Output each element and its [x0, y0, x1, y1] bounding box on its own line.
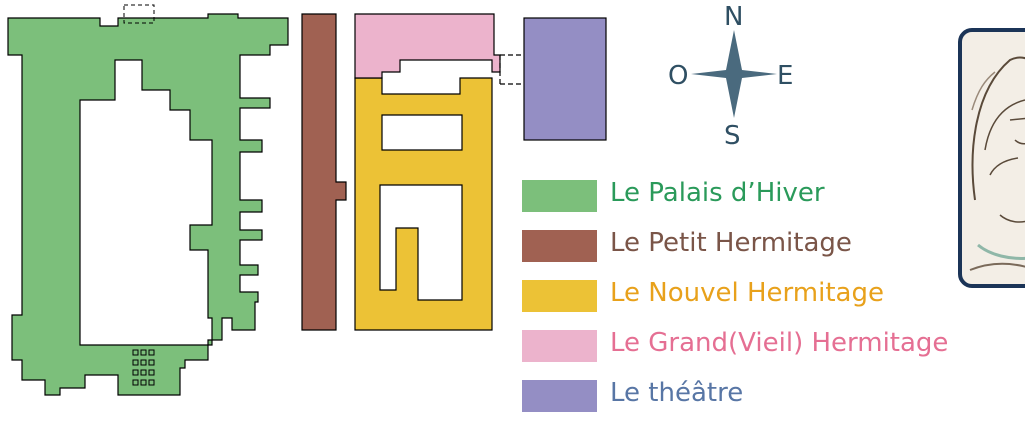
building-nouvel-hermitage[interactable] [354, 77, 493, 331]
legend-label-nouvel: Le Nouvel Hermitage [610, 278, 884, 308]
compass-south: S [724, 121, 741, 151]
legend-label-petit: Le Petit Hermitage [610, 228, 852, 258]
building-palais-d-hiver[interactable] [7, 13, 289, 396]
palais-annex-outline [123, 4, 155, 24]
legend-item-theatre: Le théâtre [522, 372, 1012, 422]
compass-east: E [777, 61, 793, 91]
portrait-frame [958, 28, 1025, 288]
compass-star-icon [691, 30, 777, 118]
building-theatre[interactable] [523, 17, 607, 141]
building-petit-hermitage[interactable] [301, 13, 347, 331]
legend-item-grand: Le Grand(Vieil) Hermitage [522, 322, 1012, 372]
palais-columns [132, 349, 155, 386]
legend-swatch-palais [522, 180, 597, 212]
legend-label-theatre: Le théâtre [610, 378, 744, 408]
compass-west: O [668, 61, 688, 91]
legend-item-nouvel: Le Nouvel Hermitage [522, 272, 1012, 322]
legend-swatch-grand [522, 330, 597, 362]
legend-label-palais: Le Palais d’Hiver [610, 178, 825, 208]
compass-north: N [724, 2, 743, 32]
legend-swatch-petit [522, 230, 597, 262]
legend-item-palais: Le Palais d’Hiver [522, 172, 1012, 222]
legend-item-petit: Le Petit Hermitage [522, 222, 1012, 272]
compass-rose: N S E O [668, 2, 793, 151]
legend-swatch-nouvel [522, 280, 597, 312]
building-grand-hermitage[interactable] [354, 13, 501, 79]
legend-label-grand: Le Grand(Vieil) Hermitage [610, 328, 949, 358]
passage-to-theatre [499, 54, 524, 85]
legend-swatch-theatre [522, 380, 597, 412]
